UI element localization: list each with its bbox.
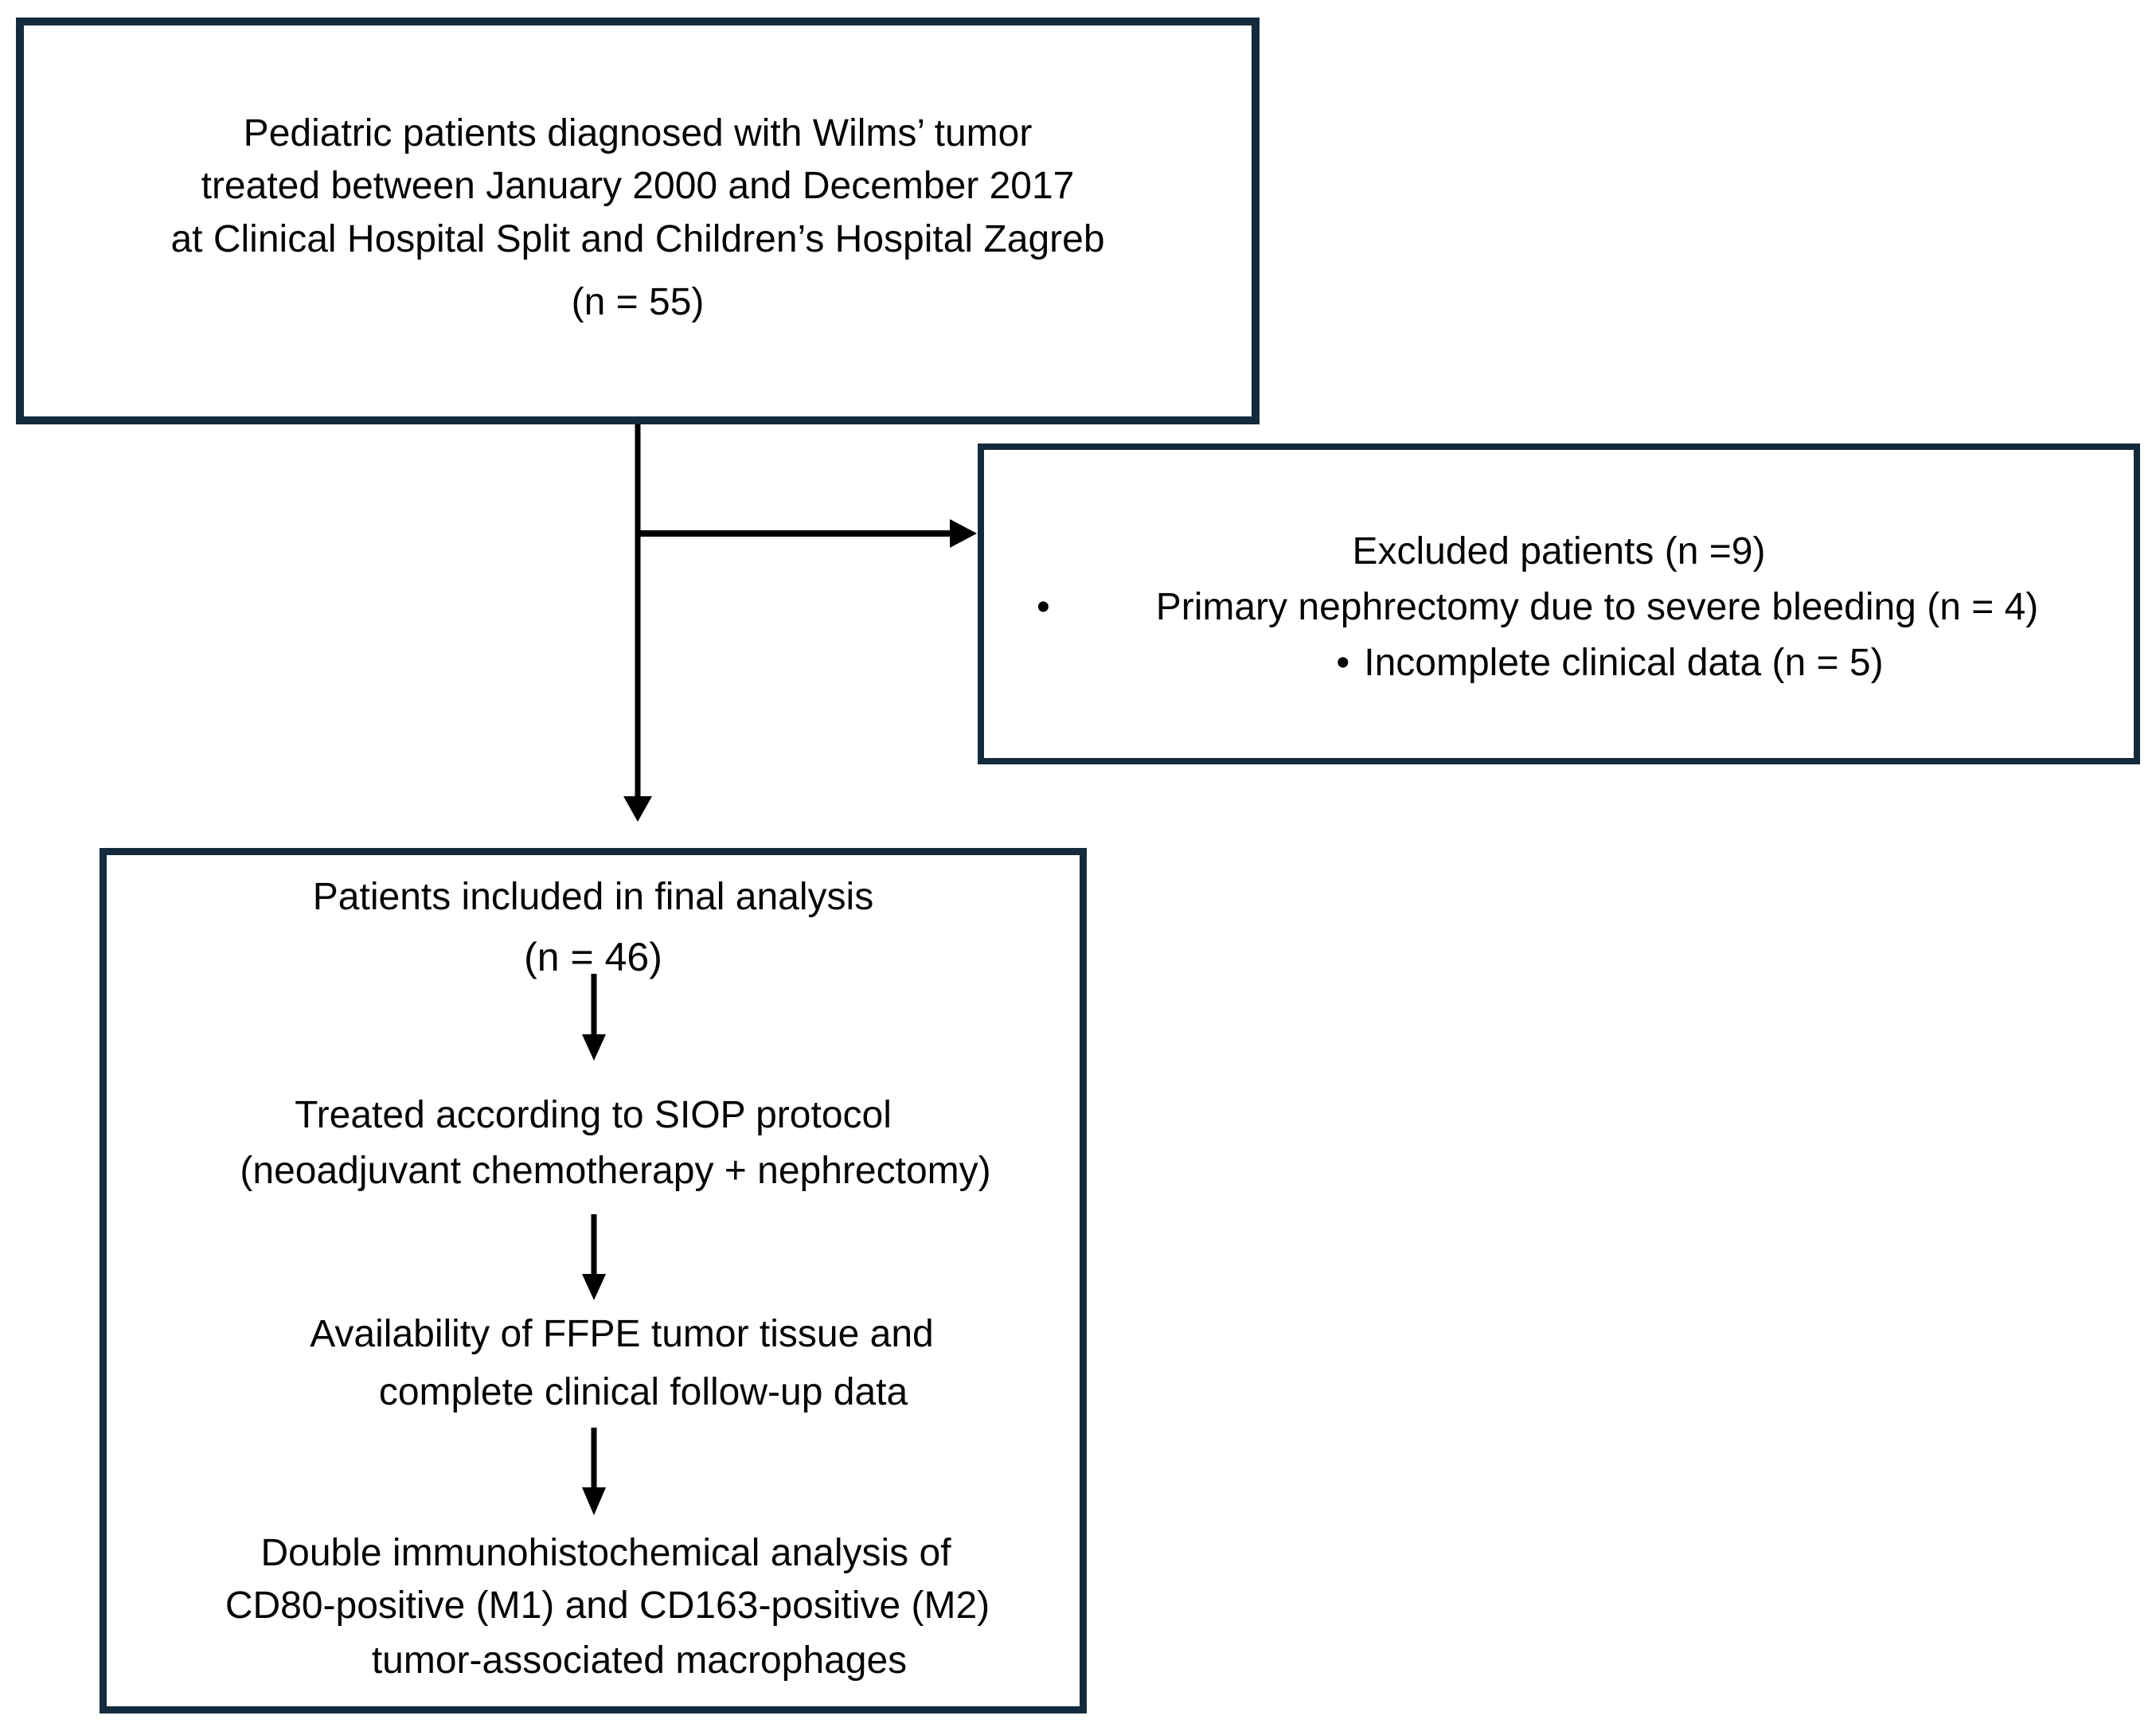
excluded-bullet-1-text: Primary nephrectomy due to severe bleedi… [1155, 586, 2039, 628]
top-box-line-3: at Clinical Hospital Split and Children’… [170, 218, 1105, 260]
excluded-bullet-1: • Primary nephrectomy due to severe blee… [984, 585, 2134, 630]
top-box-count: (n = 55) [571, 281, 705, 323]
bullet-icon: • [1037, 586, 1050, 628]
step4-line-3: tumor-associated macrophages [371, 1639, 908, 1682]
top-box-line-1: Pediatric patients diagnosed with Wilms’… [243, 112, 1033, 154]
step3-line-1: Availability of FFPE tumor tissue and [310, 1313, 934, 1355]
excluded-title: Excluded patients (n =9) [1352, 530, 1766, 572]
step1-count: (n = 46) [524, 935, 662, 979]
excluded-bullet-2: • Incomplete clinical data (n = 5) [984, 641, 2134, 686]
analysis-box: Patients included in final analysis (n =… [100, 848, 1087, 1713]
step2-line-1: Treated according to SIOP protocol [295, 1094, 892, 1136]
step2-line-2: (neoadjuvant chemotherapy + nephrectomy) [240, 1150, 991, 1192]
connector-right-arrowhead [950, 519, 977, 548]
top-box-line-2: treated between January 2000 and Decembe… [201, 165, 1075, 207]
top-cohort-box: Pediatric patients diagnosed with Wilms’… [16, 18, 1260, 424]
step3-line-2: complete clinical follow-up data [378, 1371, 908, 1413]
connector-down-arrowhead [623, 796, 652, 822]
excluded-bullet-2-text: Incomplete clinical data (n = 5) [1364, 642, 1884, 684]
bullet-icon: • [1336, 642, 1350, 684]
step1-line-1: Patients included in final analysis [312, 876, 874, 918]
step4-line-2: CD80-positive (M1) and CD163-positive (M… [225, 1584, 990, 1627]
excluded-box: Excluded patients (n =9) • Primary nephr… [978, 443, 2140, 764]
step4-line-1: Double immunohistochemical analysis of [260, 1532, 951, 1574]
